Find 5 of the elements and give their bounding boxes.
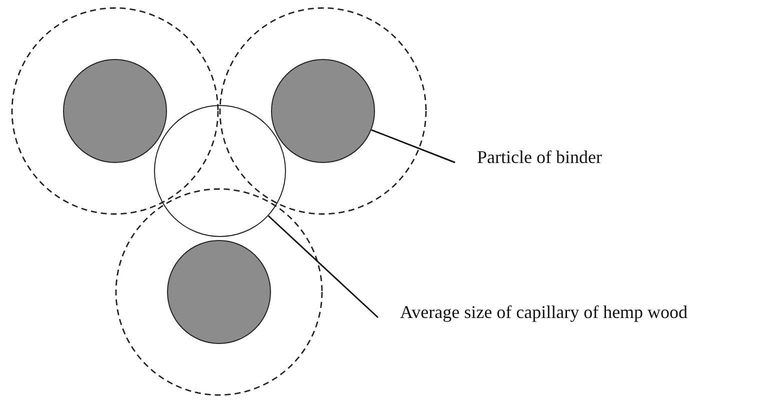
label-text: Average size of capillary of hemp wood: [378, 301, 688, 323]
leader-line: [268, 215, 378, 318]
leader-line: [371, 129, 456, 164]
label-text: Particle of binder: [455, 146, 602, 168]
capillary-circle: [154, 105, 286, 237]
